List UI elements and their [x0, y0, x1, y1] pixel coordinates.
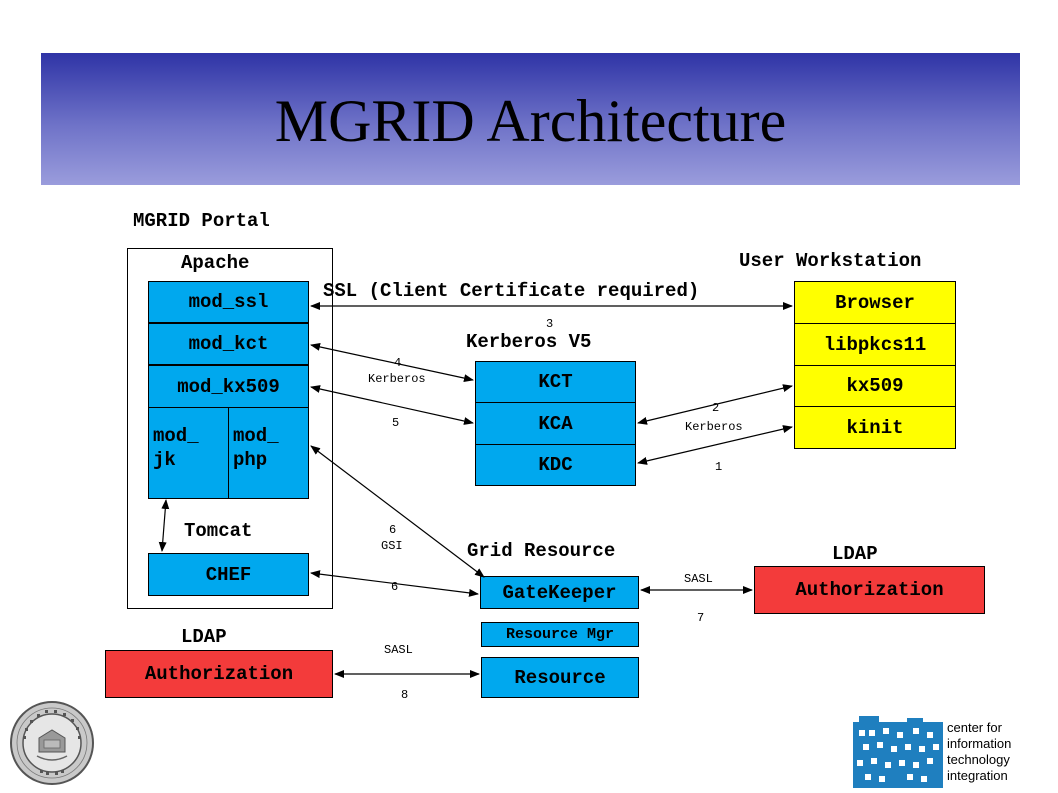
mod-jk-box: mod_ jk: [148, 407, 229, 499]
arrow-6: [310, 570, 479, 597]
citi-line-2: information: [947, 736, 1012, 751]
mod-kx509-box: mod_kx509: [148, 365, 309, 408]
edge-6b-label: 6: [391, 580, 399, 594]
ldap-right-label: LDAP: [832, 543, 878, 565]
citi-line-3: technology: [947, 752, 1010, 767]
citi-logo-text: center for information technology integr…: [947, 720, 1011, 784]
mod-kct-box: mod_kct: [148, 323, 309, 365]
arrow-jk-chef: [158, 499, 170, 552]
edge-7-text: SASL: [684, 572, 713, 586]
edge-2-number: 2: [712, 401, 720, 415]
chef-box: CHEF: [148, 553, 309, 596]
edge-8-text: SASL: [384, 643, 413, 657]
tomcat-label: Tomcat: [184, 520, 253, 542]
citi-line-4: integration: [947, 768, 1008, 783]
gatekeeper-box: GateKeeper: [480, 576, 639, 609]
citi-logo-graphic: [853, 716, 943, 788]
arrow-2: [637, 384, 793, 425]
page-title: MGRID Architecture: [274, 88, 787, 154]
workstation-label: User Workstation: [739, 250, 922, 272]
arrow-6-gsi: [310, 445, 485, 578]
grid-label: Grid Resource: [467, 540, 616, 562]
mod-php-box: mod_ php: [228, 407, 309, 499]
kdc-box: KDC: [475, 444, 636, 486]
mod-ssl-box: mod_ssl: [148, 281, 309, 323]
title-banner: [41, 53, 1020, 185]
mod-jk-line1: mod_: [153, 425, 199, 447]
ldap-left-authorization-box: Authorization: [105, 650, 333, 698]
edge-4-number: 4: [394, 356, 402, 370]
kx509-box: kx509: [794, 365, 956, 407]
edge-8-number: 8: [401, 688, 409, 702]
portal-label: MGRID Portal: [133, 210, 270, 232]
ssl-label: SSL (Client Certificate required): [323, 280, 700, 302]
university-seal-logo: [10, 701, 94, 785]
kinit-box: kinit: [794, 406, 956, 449]
edge-1-label: 1: [715, 460, 723, 474]
arrow-5: [310, 385, 474, 425]
ldap-right-authorization-box: Authorization: [754, 566, 985, 614]
edge-5-label: 5: [392, 416, 400, 430]
kerberos-label: Kerberos V5: [466, 331, 592, 353]
edge-4-text: Kerberos: [368, 372, 426, 386]
edge-6a-number: 6: [389, 523, 397, 537]
edge-6a-text: GSI: [381, 539, 403, 553]
citi-building-icon: [853, 716, 943, 788]
edge-2-text: Kerberos: [685, 420, 743, 434]
mod-php-line2: php: [233, 449, 268, 471]
resource-mgr-box: Resource Mgr: [481, 622, 639, 647]
citi-line-1: center for: [947, 720, 1002, 735]
resource-box: Resource: [481, 657, 639, 698]
browser-box: Browser: [794, 281, 956, 324]
mod-php-line1: mod_: [233, 425, 279, 447]
kct-box: KCT: [475, 361, 636, 403]
ldap-left-label: LDAP: [181, 626, 227, 648]
portal-frame: [127, 248, 333, 609]
apache-label: Apache: [181, 252, 250, 274]
edge-3-label: 3: [546, 317, 554, 331]
edge-7-number: 7: [697, 611, 705, 625]
arrow-1: [637, 425, 793, 465]
arrow-4: [310, 342, 474, 383]
mod-jk-line2: jk: [153, 449, 176, 471]
